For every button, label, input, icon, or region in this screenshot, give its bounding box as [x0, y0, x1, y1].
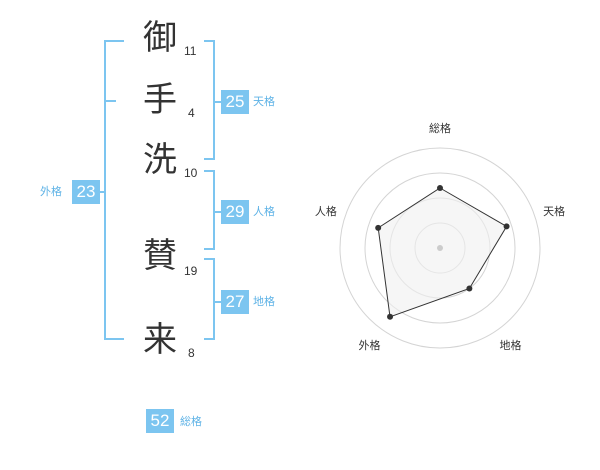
gaikaku-label: 外格 [40, 185, 62, 198]
radar-axis-label-2: 地格 [500, 338, 522, 352]
chikaku-bracket-top [204, 258, 215, 260]
name-char-2: 手 [143, 80, 177, 120]
name-char-3: 洗 [143, 140, 177, 180]
soukaku-score-badge: 52 [146, 409, 174, 433]
gaikaku-bracket-vertical [104, 40, 106, 340]
jinkaku-bracket-top [204, 170, 215, 172]
radar-point-0 [437, 185, 443, 191]
radar-point-3 [387, 313, 394, 320]
chikaku-connector [214, 301, 222, 303]
radar-points [375, 185, 510, 320]
stroke-count-1: 11 [184, 44, 197, 58]
name-char-5: 来 [143, 320, 177, 360]
soukaku-label: 総格 [180, 415, 202, 428]
stroke-count-4: 19 [184, 264, 198, 278]
chikaku-label: 地格 [253, 295, 275, 308]
name-char-1: 御 [143, 18, 177, 58]
tenkaku-score-badge: 25 [221, 90, 249, 114]
jinkaku-bracket-vertical [213, 170, 215, 250]
stroke-count-5: 8 [188, 346, 195, 360]
tenkaku-connector [214, 101, 222, 103]
chikaku-score-badge: 27 [221, 290, 249, 314]
chikaku-bracket-vertical [213, 258, 215, 340]
name-char-4: 賛 [143, 236, 177, 276]
tenkaku-bracket-top [204, 40, 215, 42]
radar-point-1 [503, 223, 510, 230]
radar-series-polygon [377, 187, 508, 318]
gaikaku-bracket-top [104, 40, 124, 42]
radar-axis-label-1: 天格 [543, 204, 565, 218]
tenkaku-label: 天格 [253, 95, 275, 108]
radar-point-4 [375, 224, 382, 231]
tenkaku-bracket-bottom [204, 158, 215, 160]
radar-ring-3 [364, 172, 516, 324]
jinkaku-bracket-bottom [204, 248, 215, 250]
gaikaku-score-badge: 23 [72, 180, 100, 204]
radar-axis-label-4: 人格 [315, 204, 337, 218]
radar-axis-label-0: 総格 [429, 121, 451, 135]
radar-center-dot [437, 245, 443, 251]
gaikaku-connector [96, 191, 105, 193]
stroke-count-2: 4 [188, 106, 195, 120]
jinkaku-score-badge: 29 [221, 200, 249, 224]
gaikaku-bracket-bottom [104, 338, 124, 340]
jinkaku-connector [214, 211, 222, 213]
stroke-count-3: 10 [184, 166, 198, 180]
chikaku-bracket-bottom [204, 338, 215, 340]
tenkaku-bracket-vertical [213, 40, 215, 160]
radar-axis-label-3: 外格 [359, 338, 381, 352]
gaikaku-bracket-mid [104, 100, 116, 102]
radar-point-2 [466, 285, 473, 292]
jinkaku-label: 人格 [253, 205, 275, 218]
